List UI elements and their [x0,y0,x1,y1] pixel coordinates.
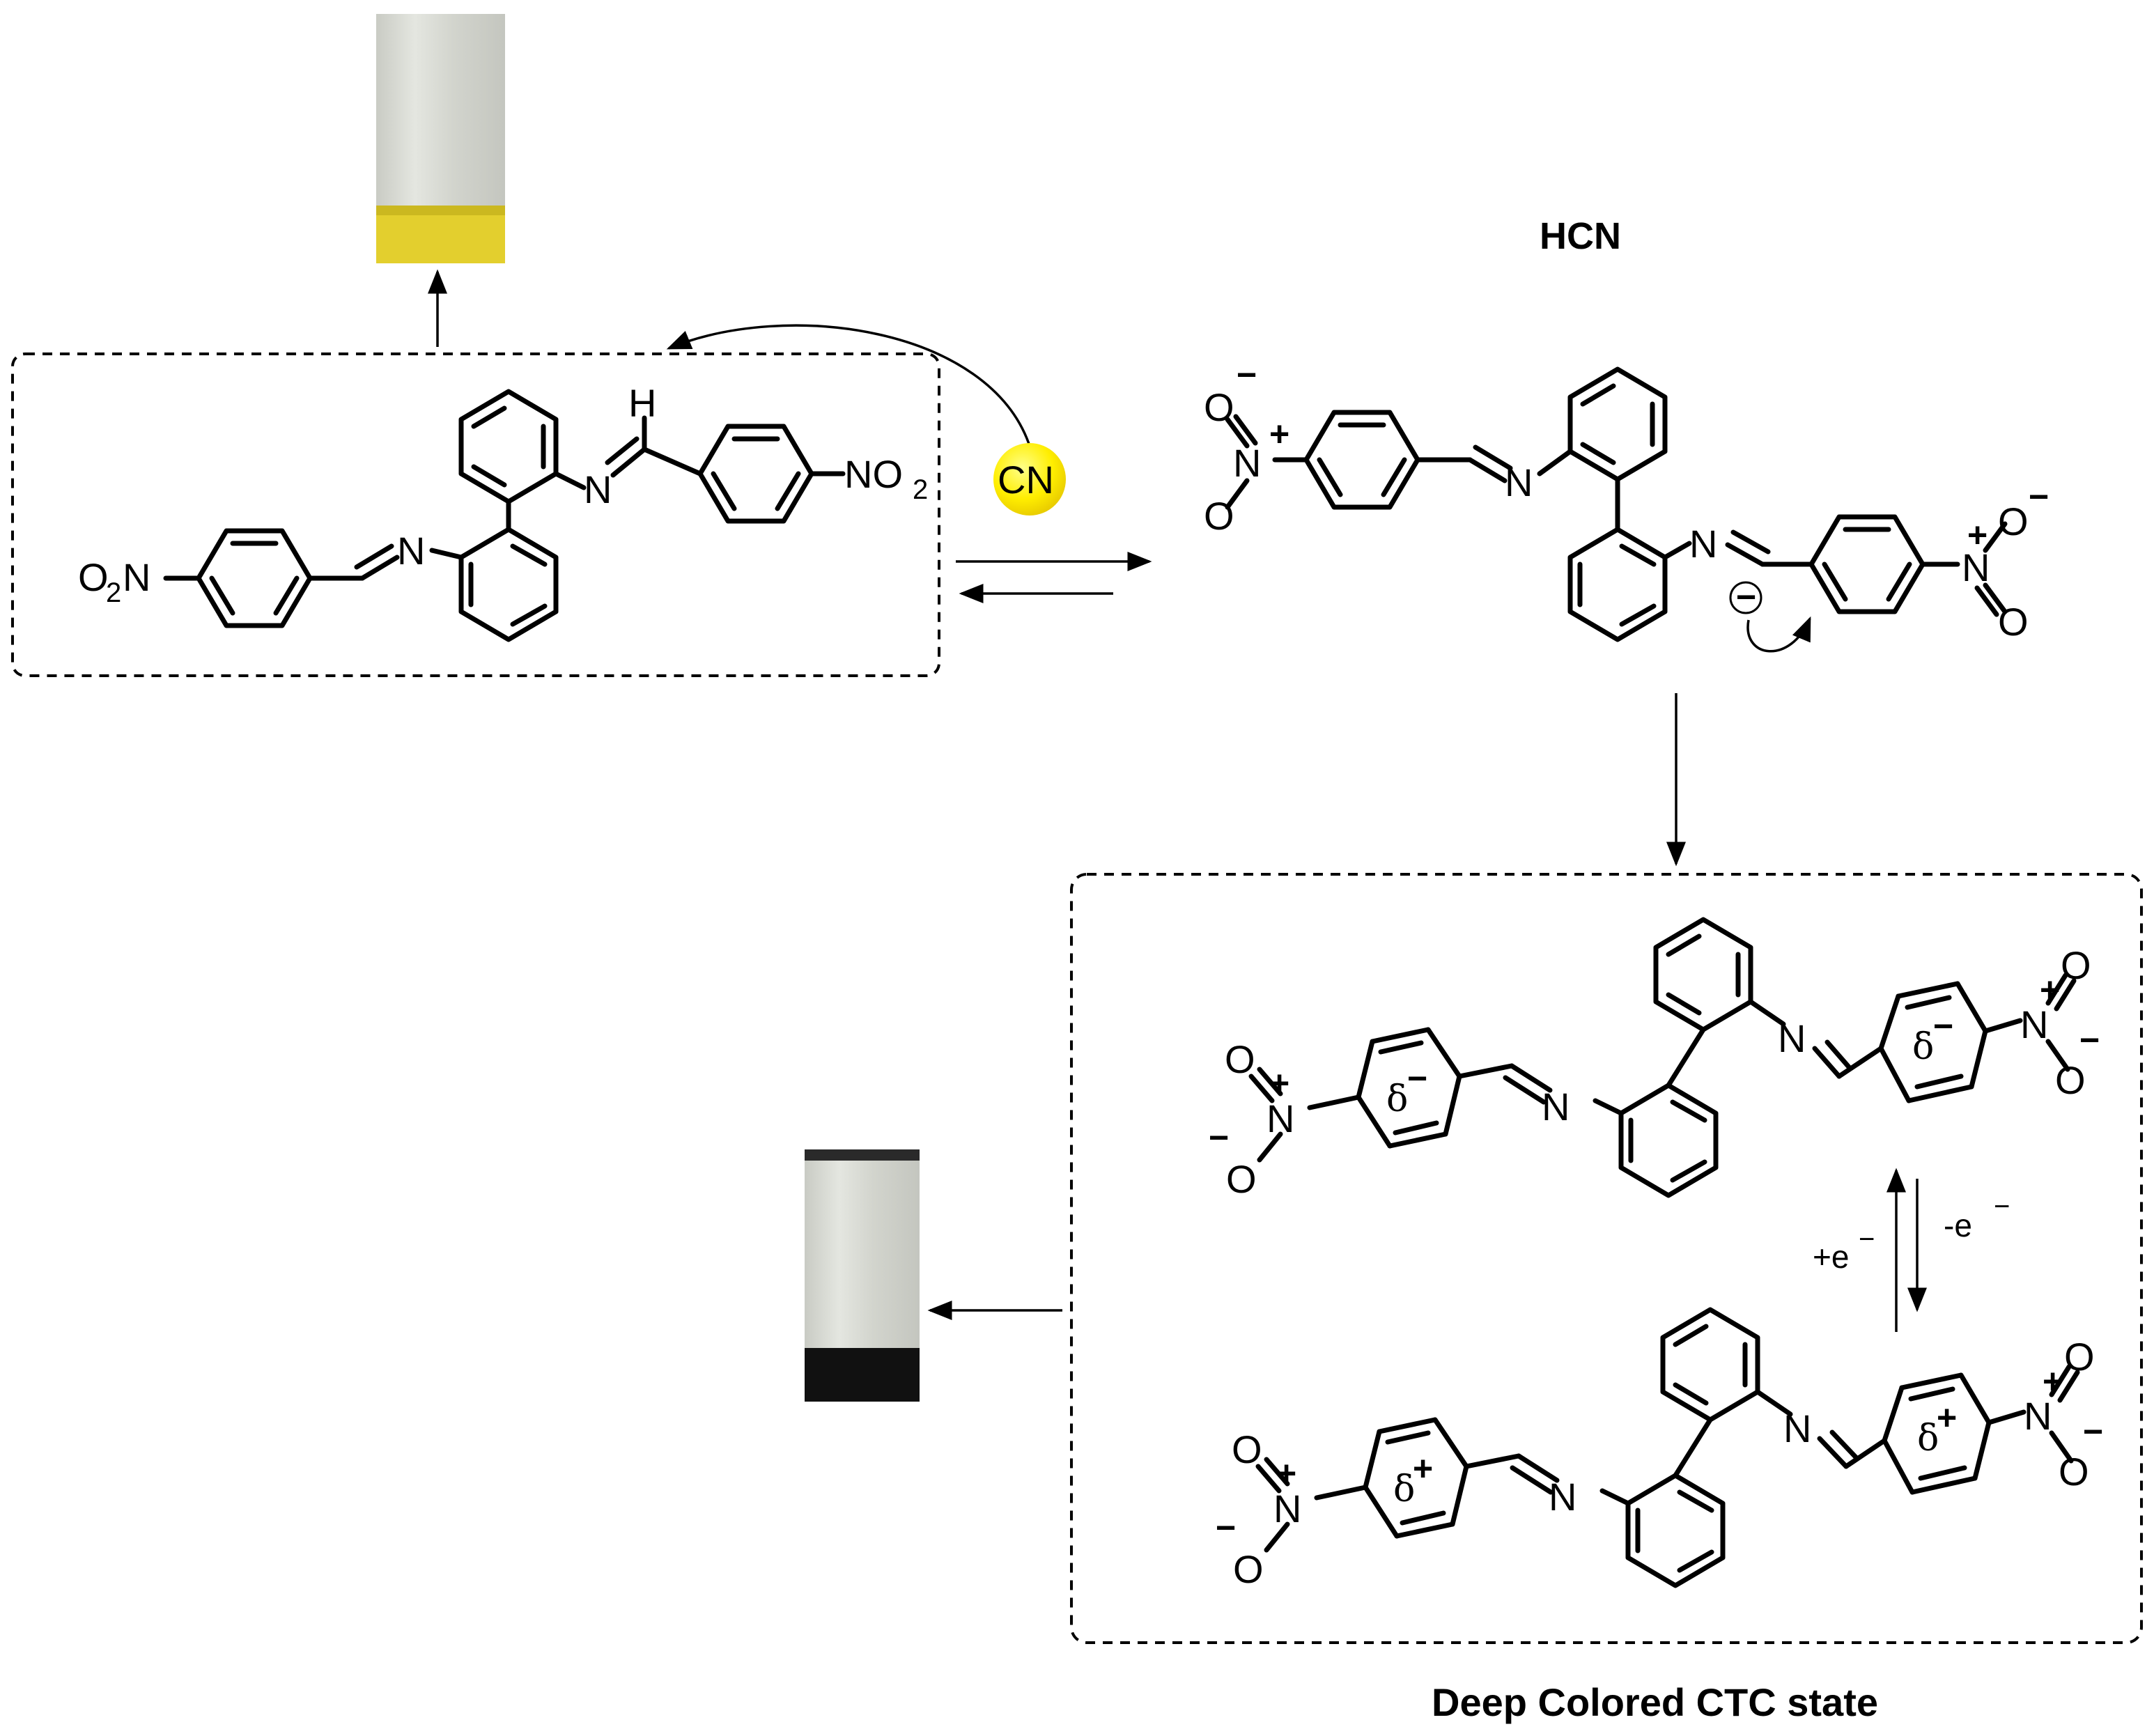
svg-text:O: O [1204,494,1234,538]
svg-text:δ: δ [1393,1468,1415,1510]
equilibrium-arrows [956,552,1152,603]
svg-text:N: N [1233,441,1261,485]
svg-text:O: O [2059,1450,2089,1494]
svg-text:−: − [1216,1508,1236,1547]
ctc2-nitro-right: N + O − O [2024,1335,2103,1494]
svg-text:−: − [1407,1059,1427,1098]
anion-imine-n-lower: N [1689,522,1717,566]
svg-text:N: N [1962,545,1990,589]
imine-n-lower: N [397,529,425,573]
svg-text:O: O [1232,1427,1262,1471]
svg-text:+: + [1276,1454,1296,1493]
svg-text:N: N [1273,1487,1301,1530]
reactant-box [11,352,940,677]
no2-left: O 2 N [78,555,150,608]
svg-text:N: N [2020,1002,2048,1046]
svg-text:−: − [1994,1191,2010,1222]
svg-text:+: + [1967,516,1988,555]
ctc1-imine-n-left: N [1542,1085,1570,1129]
svg-text:O: O [1233,1547,1264,1591]
ctc2-imine-n-right: N [1783,1406,1811,1450]
svg-text:O: O [2055,1058,2086,1102]
ctc-molecule-delta-plus [1255,1307,2080,1588]
ctc-molecule-delta-minus [1248,917,2077,1198]
svg-text:NO: NO [844,452,903,496]
svg-text:N: N [2024,1394,2052,1438]
ctc1-nitro-right: N + O − O [2020,943,2100,1102]
svg-text:O: O [2064,1335,2095,1379]
svg-text:+: + [1269,414,1289,454]
svg-text:−: − [1736,578,1756,617]
anion-intermediate-molecule [1225,366,2008,642]
svg-text:O: O [2061,943,2091,987]
cyanide-bubble: CN [993,443,1066,516]
dark-vial-photo [805,1149,920,1402]
svg-text:2: 2 [913,474,928,505]
ctc2-delta-right: δ + [1917,1398,1957,1459]
reactant-molecule [163,389,846,642]
svg-text:−: − [2079,1021,2100,1060]
svg-text:−: − [2029,477,2049,516]
anion-imine-n-upper: N [1505,460,1533,504]
ctc2-delta-left: δ + [1393,1449,1433,1510]
ctc-state-box [1070,873,2143,1644]
svg-text:−: − [2083,1412,2103,1451]
svg-text:δ: δ [1912,1026,1934,1068]
imine-n-upper: N [584,467,612,511]
svg-text:CN: CN [998,458,1054,502]
svg-text:δ: δ [1386,1078,1408,1120]
svg-text:O: O [1226,1157,1257,1201]
ctc1-delta-left: δ − [1386,1059,1427,1120]
minus-electron-label: -e − [1944,1191,2010,1243]
svg-text:+: + [2043,1362,2063,1401]
anion-nitro-left: N + O − O [1204,355,1289,538]
svg-text:−: − [1237,355,1257,394]
svg-text:δ: δ [1917,1418,1939,1459]
svg-text:N: N [123,555,150,599]
svg-text:+: + [1269,1064,1289,1103]
svg-text:+: + [1413,1449,1433,1488]
electron-push-arrow [1746,616,1811,653]
svg-text:O: O [78,555,109,599]
ctc-state-label: Deep Colored CTC state [1432,1680,1878,1724]
electron-transfer-equilibrium [1886,1168,1927,1332]
ctc2-nitro-left: N + O − O [1216,1427,1301,1591]
carbanion-charge: − [1729,578,1762,617]
ctc1-imine-n-right: N [1778,1016,1806,1060]
svg-text:+: + [1937,1398,1957,1437]
cyanide-attack-arrow [666,324,1031,447]
ctc1-nitro-left: N + O − O [1209,1037,1294,1201]
svg-text:O: O [1225,1037,1255,1081]
svg-text:−: − [1859,1224,1875,1255]
ctc1-delta-right: δ − [1912,1007,1953,1068]
no2-right: NO 2 [844,452,928,505]
svg-text:O: O [1998,499,2029,543]
svg-text:N: N [1266,1096,1294,1140]
svg-text:−: − [1933,1007,1953,1046]
svg-text:+: + [2040,970,2060,1009]
plus-electron-label: +e − [1813,1224,1875,1275]
svg-text:+e: +e [1813,1239,1849,1275]
yellow-vial-photo [376,14,505,263]
imine-h: H [628,381,656,425]
svg-text:2: 2 [106,578,121,608]
svg-text:−: − [1209,1118,1229,1157]
svg-text:O: O [1998,600,2029,644]
svg-text:O: O [1204,385,1234,429]
hcn-label: HCN [1540,215,1621,257]
svg-text:-e: -e [1944,1207,1972,1243]
anion-nitro-right: N + O − O [1962,477,2049,644]
ctc2-imine-n-left: N [1549,1475,1576,1519]
